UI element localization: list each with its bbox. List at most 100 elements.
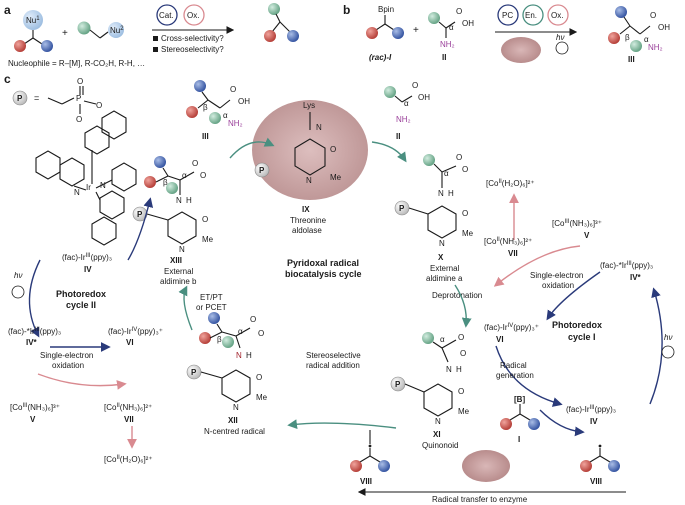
svg-text:oxidation: oxidation [52, 361, 84, 370]
svg-text:O: O [330, 145, 336, 154]
svg-text:O: O [96, 101, 102, 110]
pcet-label: or PCET [196, 303, 227, 312]
coh2o-label-1: [CoII(H₂O)₆]²⁺ [486, 179, 535, 188]
cycle-title-line2: biocatalysis cycle [285, 269, 362, 279]
photoredox-cycle1-line1: Photoredox [552, 320, 602, 330]
panel-b-product: β α O OH NH₂ III [608, 6, 670, 64]
svg-text:O: O [202, 215, 208, 224]
panel-b-amino-acid: α O OH NH₂ II [428, 7, 474, 62]
ir-star-label-1: (fac)-*IrIII(ppy)₃ [600, 261, 653, 270]
svg-text:Me: Me [462, 229, 474, 238]
substrate-II: α O OH NH₂ II [384, 81, 430, 141]
svg-text:Quinonoid: Quinonoid [422, 441, 458, 450]
svg-text:O: O [76, 115, 82, 124]
label-XI: XI [433, 430, 441, 439]
svg-text:O: O [458, 333, 464, 342]
svg-text:[B]: [B] [514, 395, 525, 404]
svg-text:IV: IV [590, 417, 598, 426]
svg-text:O: O [458, 387, 464, 396]
red-ball-icon [14, 40, 26, 52]
svg-text:H: H [448, 189, 454, 198]
svg-text:β: β [217, 335, 222, 344]
svg-text:O: O [230, 85, 236, 94]
radical-VIII-right: VIII [580, 444, 620, 486]
svg-text:OH: OH [238, 97, 250, 106]
svg-text:OH: OH [418, 93, 430, 102]
radical-addition-label: radical addition [306, 361, 360, 370]
svg-text:En.: En. [525, 11, 537, 20]
svg-text:O: O [462, 165, 468, 174]
ox-label: Ox. [187, 11, 199, 20]
svg-text:Ox.: Ox. [551, 11, 563, 20]
label-rac-I: (rac)-I [369, 53, 392, 62]
n-centred-radical-XII: β α O O N H N O Me P XII N-centred radic… [186, 312, 268, 436]
stereoselectivity-question: Stereoselectivity? [161, 45, 224, 54]
green-ball-icon [77, 21, 91, 35]
radical-transfer-label: Radical transfer to enzyme [432, 495, 528, 504]
svg-text:Me: Me [458, 407, 470, 416]
lightbulb-icon-cycle1 [661, 345, 675, 359]
svg-text:α: α [238, 327, 243, 336]
svg-text:β: β [203, 103, 208, 112]
radical-VIII-left: VIII [350, 444, 390, 486]
svg-text:O: O [462, 209, 468, 218]
svg-text:O: O [456, 7, 462, 16]
svg-text:P: P [399, 204, 405, 213]
svg-text:α: α [444, 169, 449, 178]
svg-text:VII: VII [124, 415, 134, 424]
label-II-b: II [442, 53, 446, 62]
svg-text:O: O [412, 81, 418, 90]
lightbulb-icon-cycle2 [11, 285, 25, 299]
svg-text:α: α [440, 335, 445, 344]
ir-complex-label: (fac)-IrIII(ppy)₃ [62, 253, 112, 262]
svg-text:α: α [644, 35, 649, 44]
svg-text:N: N [438, 189, 444, 198]
svg-text:+: + [413, 25, 419, 36]
svg-text:P: P [137, 210, 143, 219]
svg-text:N: N [446, 365, 452, 374]
svg-text:O: O [250, 315, 256, 324]
nucleophile-definition: Nucleophile = R–[M], R-CO₂H, R-H, … [8, 59, 145, 68]
svg-text:oxidation: oxidation [542, 281, 574, 290]
svg-text:Ir: Ir [86, 183, 91, 192]
co3-label-2: [CoIII(NH₃)₆]³⁺ [10, 403, 60, 412]
svg-text:P: P [395, 380, 401, 389]
svg-text:O: O [650, 11, 656, 20]
svg-text:O: O [460, 349, 466, 358]
svg-text:P: P [17, 94, 23, 103]
svg-text:VIII: VIII [360, 477, 372, 486]
panel-label-b: b [343, 3, 350, 17]
co2-label-1: [CoII(NH₃)₆]²⁺ [484, 237, 532, 246]
svg-text:α: α [449, 23, 454, 32]
product-III-structure: β α O OH NH₂ III [186, 80, 250, 141]
panel-a-product [264, 3, 299, 42]
cycle-title-line1: Pyridoxal radical [287, 258, 359, 268]
svg-text:IV*: IV* [26, 338, 38, 347]
svg-text:aldimine b: aldimine b [160, 277, 197, 286]
nu1-ball-icon [23, 10, 43, 30]
svg-text:P: P [259, 166, 265, 175]
svg-text:P: P [76, 94, 81, 103]
enzyme-blob-bottom-icon [462, 450, 510, 482]
svg-text:H: H [186, 196, 192, 205]
svg-text:O: O [456, 153, 462, 162]
panel-b-boronate: Bpin (rac)-I [366, 5, 404, 62]
svg-text:Me: Me [256, 393, 268, 402]
svg-text:generation: generation [496, 371, 534, 380]
svg-text:VI: VI [496, 335, 504, 344]
svg-text:O: O [200, 171, 206, 180]
panel-label-c: c [4, 72, 11, 86]
plus-sign: + [62, 28, 68, 39]
label-X: X [438, 253, 444, 262]
panel-a-reactant-2: Nu2 [77, 21, 124, 39]
svg-text:N: N [233, 403, 239, 412]
phosphate-definition: P = P O O O [12, 77, 102, 124]
photoredox-cycle1-line2: cycle I [568, 332, 596, 342]
svg-text:N: N [179, 245, 185, 254]
svg-text:OH: OH [658, 23, 670, 32]
quinonoid-XI: α O O N H N O Me P XI Quinonoid [390, 332, 470, 450]
svg-text:hν: hν [14, 271, 22, 280]
lightbulb-icon [555, 41, 569, 55]
label-XII: XII [228, 416, 238, 425]
